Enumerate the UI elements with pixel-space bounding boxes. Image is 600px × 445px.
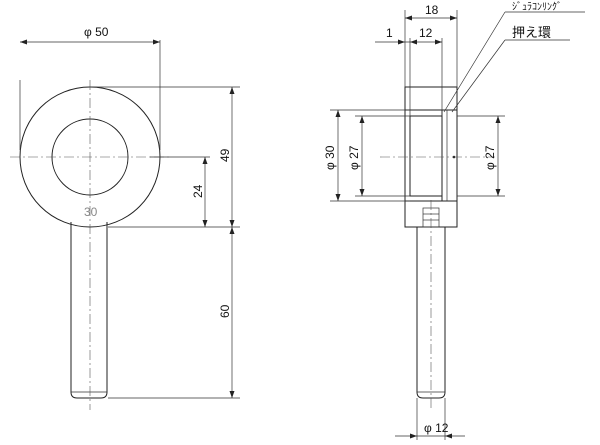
arrow	[405, 15, 412, 21]
dim-phi50-label: φ 50	[84, 25, 109, 39]
arrow	[495, 189, 501, 196]
dim-18-label: 18	[425, 3, 439, 17]
dim-phi30-label: φ 30	[323, 145, 337, 170]
arrow	[202, 157, 208, 164]
arrow	[20, 39, 27, 45]
dim-phi12-label: φ 12	[424, 421, 449, 435]
arrow	[229, 227, 235, 234]
label-retaining-ring: 押え環	[512, 25, 551, 40]
arrow	[450, 15, 457, 21]
arrow	[202, 220, 208, 227]
arrow	[435, 39, 442, 45]
arrow	[153, 39, 160, 45]
side-view: 18 1 12 ｼﾞｭﾗｺﾝﾘﾝｸﾞ 押え環 φ 30 φ 27 φ 2	[323, 1, 585, 440]
label-duracon-ring: ｼﾞｭﾗｺﾝﾘﾝｸﾞ	[512, 1, 562, 13]
arrow	[410, 39, 417, 45]
arrow	[229, 87, 235, 94]
arrow	[359, 189, 365, 196]
dim-60-label: 60	[218, 304, 232, 318]
retaining-ring	[441, 109, 458, 202]
arrow	[229, 220, 235, 227]
leader-duracon	[443, 11, 506, 113]
dim-phi27-left-label: φ 27	[347, 145, 361, 170]
duracon-ring	[409, 115, 443, 197]
leader-retaining	[451, 39, 506, 113]
arrow	[398, 39, 405, 45]
dim-12-label: 12	[419, 26, 433, 40]
dim-24-label: 24	[191, 184, 205, 198]
arrow	[410, 433, 417, 439]
shaft	[70, 222, 108, 399]
arrow	[359, 116, 365, 123]
inner-label-30: 30	[84, 205, 98, 219]
dim-phi27-right-label: φ 27	[483, 145, 497, 170]
arrow	[335, 194, 341, 201]
dim-49-label: 49	[218, 148, 232, 162]
dim-1-label: 1	[386, 26, 393, 40]
front-view: φ 50 49 24 60 30	[10, 25, 240, 410]
arrow	[445, 433, 452, 439]
arrow	[335, 110, 341, 117]
arrow	[229, 391, 235, 398]
arrow	[495, 116, 501, 123]
